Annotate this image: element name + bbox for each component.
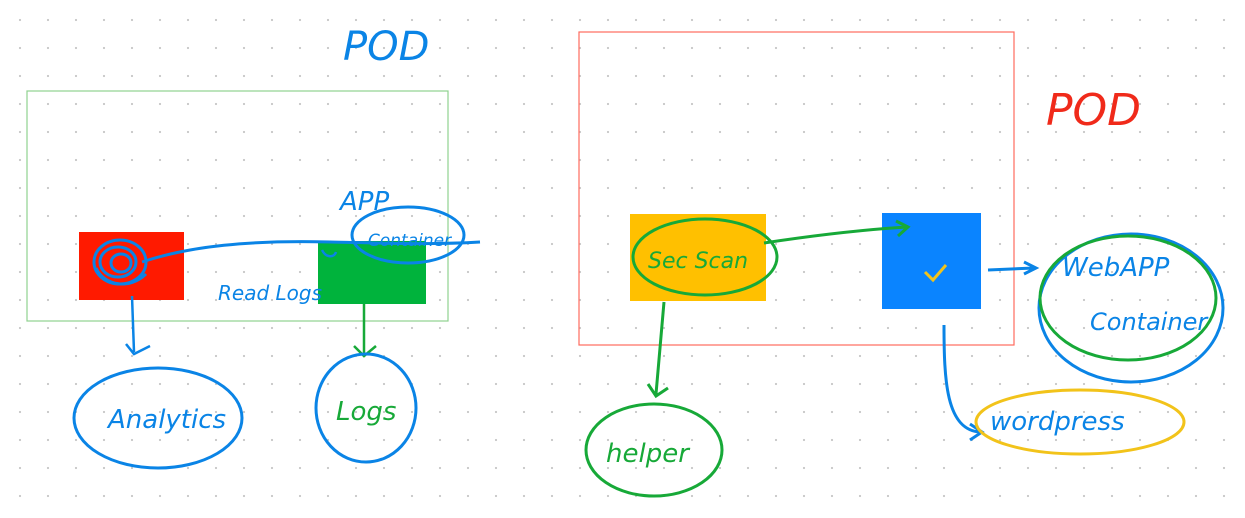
left-pod-boundary [26,90,449,322]
webapp-inner-ellipse [1038,234,1218,362]
logs-ellipse [314,352,418,464]
app-container-label: Container [368,231,452,251]
logs-arrow [353,304,377,358]
sec-scan-arrow [763,219,911,245]
webapp-arrow [987,260,1040,276]
read-logs-connector [141,240,481,264]
webapp-outer-ellipse [1037,232,1225,384]
webapp-sub-label: Container [1090,308,1209,336]
app-label: APP [338,187,389,217]
analytics-ellipse [72,366,244,470]
app-container-ellipse [350,205,466,265]
right-pod-boundary [578,31,1015,346]
wordpress-label: wordpress [990,407,1125,437]
helper-arrow [646,301,669,399]
webapp-label: WebAPP [1062,253,1170,283]
wordpress-ellipse [974,388,1186,456]
read-logs-label: Read Logs [218,281,322,305]
analytics-arrow [125,295,151,356]
right-pod-title: POD [1046,85,1141,136]
analytics-label: Analytics [106,405,226,435]
sec-scan-label: Sec Scan [648,249,748,274]
helper-ellipse [584,402,724,498]
checkmark-icon [923,264,948,283]
sec-scan-container [630,214,766,301]
sec-scan-ellipse [631,217,779,297]
left-pod-title: POD [343,24,429,70]
helper-label: helper [606,439,691,469]
connector-hook [320,249,338,258]
logs-label: Logs [336,397,396,427]
green-container [318,241,426,304]
